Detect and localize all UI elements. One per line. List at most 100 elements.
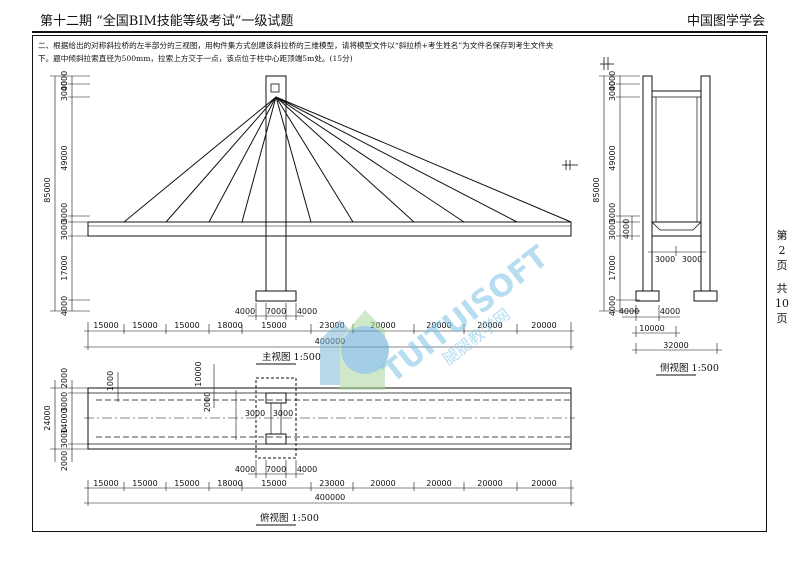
dim-label: 85000 xyxy=(43,177,52,202)
dim-label: 4000 xyxy=(60,71,69,91)
front-view: 85000 4000 3000 49000 3000 3000 17000 40… xyxy=(43,71,578,365)
dim-label: 4000 xyxy=(660,307,680,316)
top-inner-dimensions xyxy=(117,364,237,440)
dim-label: 3000 xyxy=(60,428,69,448)
cable xyxy=(165,96,277,223)
top-view-caption: 俯视图 1:500 xyxy=(260,512,319,524)
top-tower xyxy=(265,433,287,445)
dim-label: 3000 xyxy=(60,203,69,223)
dim-label: 7000 xyxy=(266,465,286,474)
dim-label: 4000 xyxy=(297,465,317,474)
cable xyxy=(275,96,465,223)
side-base-left xyxy=(635,290,660,302)
dim-label: 49000 xyxy=(608,145,617,170)
dim-label: 20000 xyxy=(370,321,395,330)
header-rule xyxy=(32,31,768,33)
dim-label: 4000 xyxy=(60,296,69,316)
cable xyxy=(208,96,277,223)
top-base-outline xyxy=(255,377,297,459)
dim-label: 20000 xyxy=(531,479,556,488)
dim-label: 15000 xyxy=(132,321,157,330)
header-title: 第十二期 “全国BIM技能等级考试”一级试题 xyxy=(40,14,294,29)
top-deck xyxy=(87,387,572,450)
dim-label: 49000 xyxy=(60,145,69,170)
front-deck xyxy=(87,221,572,237)
question-text: 二、根据给出的对称斜拉桥的左半部分的三视图，用构件集方式创建该斜拉桥的三维模型，… xyxy=(38,41,554,63)
dim-label: 18000 xyxy=(217,321,242,330)
dim-label: 32000 xyxy=(663,341,688,350)
side-left-dimensions xyxy=(599,75,640,312)
dim-label: 400000 xyxy=(315,493,346,502)
side-base-right xyxy=(693,290,718,302)
cable xyxy=(275,96,572,223)
cable xyxy=(123,96,277,223)
side-deck-section xyxy=(651,221,702,231)
dim-label: 4000 xyxy=(235,465,255,474)
front-view-caption: 主视图 1:500 xyxy=(262,351,321,363)
cable xyxy=(275,96,354,223)
cable xyxy=(275,96,312,223)
dim-label: 15000 xyxy=(174,321,199,330)
dim-label: 400000 xyxy=(315,337,346,346)
front-cables xyxy=(123,96,572,223)
cable xyxy=(241,96,277,223)
dim-label: 4000 xyxy=(297,307,317,316)
top-span-dimensions xyxy=(84,480,574,506)
dim-label: 3000 xyxy=(608,81,617,101)
top-base-dimensions xyxy=(248,460,304,478)
front-tower-anchor xyxy=(270,83,280,93)
dim-label: 20000 xyxy=(426,321,451,330)
dim-label: 23000 xyxy=(319,479,344,488)
dim-label: 20000 xyxy=(531,321,556,330)
page-info: 第 2 页 共 10 页 xyxy=(772,228,792,326)
dim-label: 15000 xyxy=(261,321,286,330)
dim-label: 7000 xyxy=(266,307,286,316)
page-info-char: 2 xyxy=(778,244,786,257)
dim-label: 4000 xyxy=(608,71,617,91)
side-tower-right xyxy=(700,75,711,292)
dim-label: 3000 xyxy=(608,203,617,223)
page-info-char: 页 xyxy=(776,259,788,272)
front-base-dimensions xyxy=(248,303,304,320)
dim-label: 15000 xyxy=(261,479,286,488)
page-info-char: 10 xyxy=(775,297,789,310)
top-view: 24000 2000 3000 14000 3000 2000 1000 100… xyxy=(43,361,575,526)
front-base xyxy=(255,290,297,302)
dim-label: 3000 xyxy=(60,392,69,412)
dim-label: 4000 xyxy=(619,307,639,316)
dim-label: 4000 xyxy=(608,296,617,316)
dim-label: 2000 xyxy=(60,368,69,388)
dim-label: 1000 xyxy=(106,371,115,391)
dim-label: 15000 xyxy=(174,479,199,488)
dim-label: 3000 xyxy=(60,220,69,240)
front-left-dimensions xyxy=(50,75,90,312)
dim-label: 17000 xyxy=(60,255,69,280)
dim-label: 20000 xyxy=(426,479,451,488)
side-inner-dimensions xyxy=(631,216,706,256)
dim-label: 3000 xyxy=(273,409,293,418)
dim-label: 3000 xyxy=(60,81,69,101)
dim-label: 3000 xyxy=(245,409,265,418)
dim-label: 20000 xyxy=(477,479,502,488)
dim-label: 2000 xyxy=(203,392,212,412)
header-organization: 中国图学学会 xyxy=(686,14,765,29)
page-info-char: 共 xyxy=(776,282,788,295)
dim-label: 85000 xyxy=(592,177,601,202)
dim-label: 4000 xyxy=(235,307,255,316)
dim-label: 20000 xyxy=(477,321,502,330)
top-left-dimensions xyxy=(50,380,90,462)
side-tower-left xyxy=(642,75,653,292)
dim-label: 10000 xyxy=(194,361,203,386)
dim-label: 10000 xyxy=(639,324,664,333)
cable xyxy=(275,96,415,223)
dim-label: 15000 xyxy=(132,479,157,488)
dim-label: 20000 xyxy=(370,479,395,488)
side-bottom-dimensions xyxy=(622,305,722,354)
dim-label: 4000 xyxy=(622,219,631,239)
side-view-caption: 侧视图 1:500 xyxy=(660,362,719,374)
dim-label: 3000 xyxy=(608,220,617,240)
dim-label: 15000 xyxy=(93,479,118,488)
dim-label: 17000 xyxy=(608,255,617,280)
dim-label: 14000 xyxy=(60,408,69,433)
